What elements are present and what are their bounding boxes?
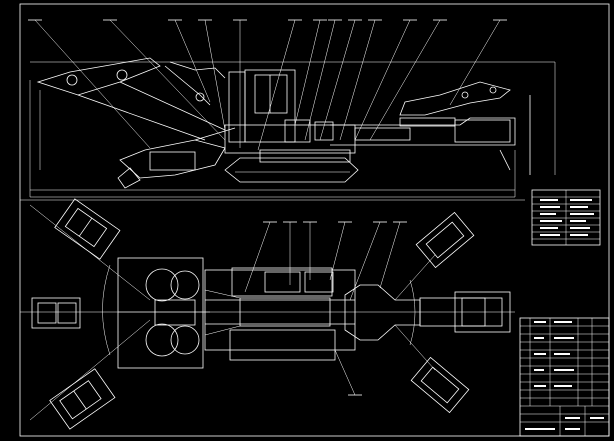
title-block: [519, 317, 610, 437]
leader-8: [304, 19, 336, 141]
cab-window: [254, 74, 288, 114]
conveyor-belt: [354, 127, 411, 141]
plan-leader-tags: [263, 221, 407, 396]
conveyor-tail: [454, 119, 511, 143]
cutter-disc-lower: [145, 323, 179, 357]
conveyor-support: [499, 149, 511, 171]
boom-pivot: [66, 74, 78, 86]
sheet-border: [19, 3, 610, 437]
leader-9: [319, 19, 356, 141]
rear-conveyor-plan: [419, 297, 486, 327]
discharge-conveyor: [399, 81, 511, 116]
boom-hinge: [195, 92, 205, 102]
boom-upper-edge: [119, 81, 226, 131]
cab-side-panel: [228, 71, 246, 143]
conveyor-pivot: [461, 91, 469, 99]
boom-link: [164, 65, 211, 106]
leader-4: [204, 19, 226, 131]
plan-leader-7: [334, 349, 356, 396]
crawler-track: [224, 157, 359, 183]
swing-ray-rear-lower: [394, 324, 436, 371]
conveyor-body: [330, 117, 516, 146]
pump-unit: [314, 121, 334, 141]
leader-13: [449, 19, 501, 106]
leader-10: [339, 19, 376, 141]
swing-ray-lower: [29, 319, 151, 421]
conveyor-swung-upper: [415, 211, 475, 269]
motor-box: [264, 271, 301, 293]
conveyor-pivot-2: [489, 86, 497, 94]
main-body: [224, 124, 356, 154]
cutting-head-swung-upper: [54, 198, 121, 260]
plan-leader-6: [379, 221, 401, 289]
leader-6: [257, 19, 296, 151]
cutter-arm: [194, 127, 236, 141]
conveyor-tail-inner: [461, 297, 503, 327]
control-box: [284, 119, 311, 143]
cutting-head-straight: [31, 297, 81, 329]
swing-ray-rear-upper: [394, 254, 436, 301]
leader-11: [354, 19, 411, 141]
cutting-head: [119, 139, 226, 179]
lower-track-plan: [229, 329, 336, 361]
hydraulic-line-2: [204, 325, 241, 336]
side-elevation-view: [28, 19, 556, 198]
swing-arc: [102, 264, 111, 356]
cutter-disc-upper: [145, 268, 179, 302]
plan-leader-4: [329, 221, 346, 281]
plan-leader-5: [349, 221, 381, 301]
chassis-plan: [204, 269, 356, 351]
leader-2: [109, 19, 226, 141]
cutting-head-swung-lower: [49, 368, 116, 430]
leader-12: [369, 19, 441, 141]
cutter-disc-lower-2: [170, 325, 200, 355]
cutter-tooth: [117, 167, 141, 189]
cutter-disc-upper-2: [170, 270, 200, 300]
boom-arm: [36, 57, 161, 96]
conveyor-tail-plan: [454, 291, 511, 333]
chassis: [259, 149, 351, 163]
leader-7: [294, 19, 321, 126]
center-frame: [239, 297, 331, 327]
leader-3: [174, 19, 211, 103]
boom-pivot-2: [116, 69, 128, 81]
boom-lower-edge: [77, 94, 206, 141]
hydraulic-line-1: [204, 289, 241, 299]
hydraulic-link: [169, 61, 226, 79]
plan-view: [20, 198, 515, 430]
swing-arc-rear: [409, 279, 416, 346]
plan-leader-1: [244, 221, 271, 293]
leader-1: [34, 19, 151, 149]
cutter-gearbox: [154, 299, 196, 326]
upper-track-plan: [231, 267, 333, 297]
conveyor-hopper-plan: [344, 284, 421, 341]
technical-parameter-table: [531, 189, 601, 246]
cutting-drum: [149, 151, 196, 171]
conveyor-swung-lower: [410, 356, 470, 414]
front-cutter-frame: [117, 257, 204, 369]
conveyor-cover: [399, 117, 456, 127]
electric-box: [304, 271, 334, 293]
